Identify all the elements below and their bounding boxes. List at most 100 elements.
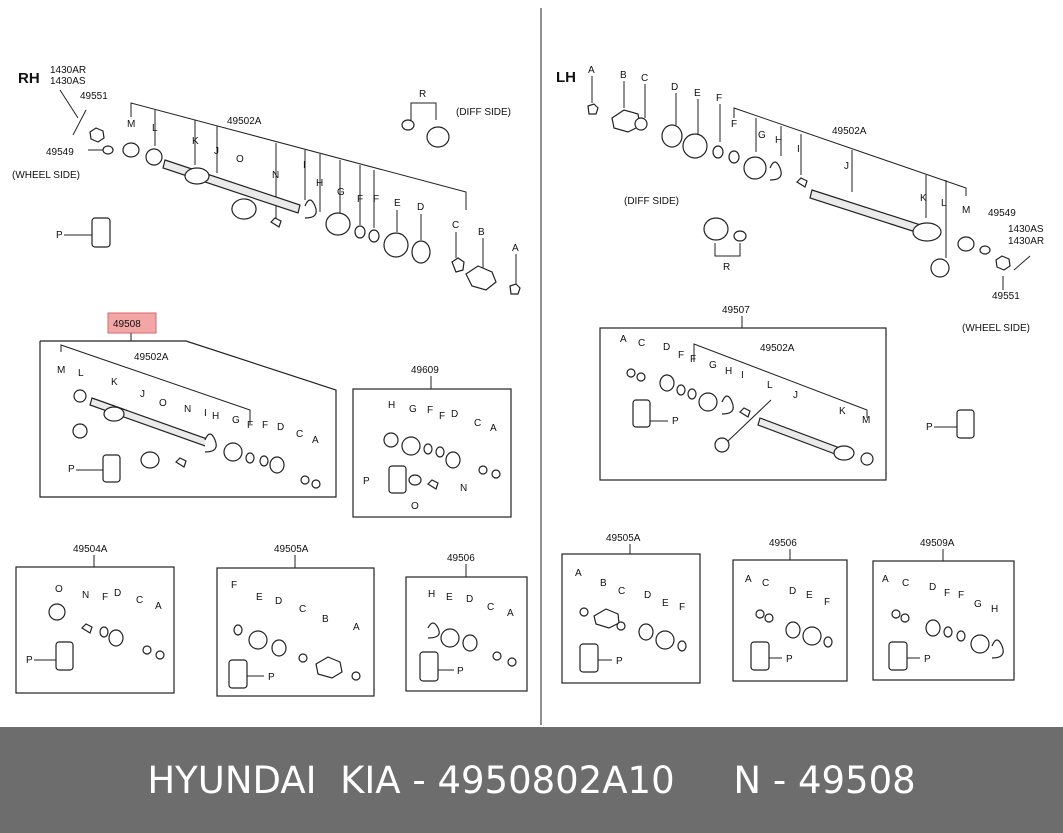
svg-text:L: L — [767, 380, 773, 391]
svg-text:M: M — [127, 119, 135, 130]
svg-text:O: O — [55, 584, 63, 595]
svg-text:D: D — [451, 409, 458, 420]
svg-text:C: C — [487, 602, 494, 613]
highlight-49508 — [107, 312, 157, 334]
svg-text:G: G — [709, 360, 717, 371]
svg-text:F: F — [944, 588, 950, 599]
svg-text:D: D — [466, 594, 473, 605]
svg-text:L: L — [941, 198, 947, 209]
svg-text:49505A: 49505A — [274, 544, 309, 555]
svg-text:F: F — [731, 119, 737, 130]
svg-text:49509A: 49509A — [920, 538, 955, 549]
svg-text:49507: 49507 — [722, 305, 750, 316]
svg-text:H: H — [316, 178, 323, 189]
svg-text:G: G — [409, 404, 417, 415]
washer-part — [102, 145, 114, 155]
svg-text:B: B — [620, 70, 627, 81]
svg-text:D: D — [277, 422, 284, 433]
svg-text:P: P — [26, 655, 33, 666]
svg-text:D: D — [929, 582, 936, 593]
box-49508-title: 49508 — [113, 319, 141, 330]
svg-text:A: A — [490, 423, 497, 434]
svg-text:J: J — [844, 161, 849, 172]
svg-text:I: I — [797, 144, 800, 155]
svg-text:A: A — [588, 65, 595, 76]
svg-text:F: F — [262, 420, 268, 431]
svg-text:P: P — [56, 230, 63, 241]
svg-text:I: I — [204, 408, 207, 419]
svg-text:49506: 49506 — [447, 553, 475, 564]
svg-text:G: G — [758, 130, 766, 141]
svg-text:J: J — [793, 390, 798, 401]
svg-text:D: D — [114, 588, 121, 599]
svg-text:F: F — [439, 411, 445, 422]
svg-text:C: C — [762, 578, 769, 589]
svg-text:H: H — [388, 400, 395, 411]
svg-text:A: A — [312, 435, 319, 446]
svg-text:P: P — [68, 464, 75, 475]
svg-text:M: M — [962, 205, 970, 216]
svg-text:L: L — [152, 123, 158, 134]
svg-text:F: F — [102, 592, 108, 603]
svg-text:49502A: 49502A — [760, 343, 795, 354]
svg-text:H: H — [428, 589, 435, 600]
svg-text:E: E — [694, 88, 701, 99]
svg-text:R: R — [723, 262, 730, 273]
svg-text:C: C — [299, 604, 306, 615]
lh-grease-tube: P — [926, 409, 975, 439]
lh-code-1: 1430AS — [1008, 224, 1044, 235]
svg-text:49609: 49609 — [411, 365, 439, 376]
svg-text:A: A — [353, 622, 360, 633]
grease-tube-part — [91, 217, 111, 248]
svg-text:C: C — [452, 220, 459, 231]
lh-assembly: LH (DIFF SIDE) 49502A 49549 1430AS 1430A… — [556, 65, 1044, 334]
svg-text:P: P — [926, 422, 933, 433]
svg-text:I: I — [303, 160, 306, 171]
lh-washer-code: 49549 — [988, 208, 1016, 219]
rh-washer-code: 49549 — [46, 147, 74, 158]
svg-text:P: P — [924, 654, 931, 665]
svg-text:A: A — [745, 574, 752, 585]
svg-text:F: F — [824, 597, 830, 608]
svg-text:K: K — [839, 406, 846, 417]
svg-text:B: B — [600, 578, 607, 589]
rh-wheel-side: (WHEEL SIDE) — [12, 170, 80, 181]
lh-nut-code: 49551 — [992, 291, 1020, 302]
svg-text:C: C — [641, 73, 648, 84]
svg-text:F: F — [716, 93, 722, 104]
lh-code-2: 1430AR — [1008, 236, 1044, 247]
svg-text:A: A — [620, 334, 627, 345]
svg-text:D: D — [671, 82, 678, 93]
svg-text:F: F — [231, 580, 237, 591]
svg-text:C: C — [638, 338, 645, 349]
box-49505A-left: 49505A FE DC BA P — [216, 544, 375, 697]
footer-banner: HYUNDAI KIA - 4950802A10 N - 49508 — [0, 727, 1063, 833]
outer-joint-part — [465, 265, 497, 291]
svg-text:P: P — [616, 656, 623, 667]
svg-text:O: O — [159, 398, 167, 409]
svg-text:J: J — [140, 389, 145, 400]
svg-text:49502A: 49502A — [134, 352, 169, 363]
svg-text:E: E — [662, 598, 669, 609]
svg-text:C: C — [296, 429, 303, 440]
svg-text:M: M — [862, 415, 870, 426]
svg-text:D: D — [789, 586, 796, 597]
lh-side-label: LH — [556, 69, 576, 86]
svg-text:L: L — [78, 368, 84, 379]
rh-shaft-code: 49502A — [227, 116, 262, 127]
svg-text:H: H — [725, 366, 732, 377]
svg-text:D: D — [663, 342, 670, 353]
svg-text:F: F — [247, 420, 253, 431]
svg-text:G: G — [337, 187, 345, 198]
lh-shaft-code: 49502A — [832, 126, 867, 137]
svg-text:A: A — [155, 601, 162, 612]
svg-text:A: A — [575, 568, 582, 579]
svg-text:P: P — [363, 476, 370, 487]
